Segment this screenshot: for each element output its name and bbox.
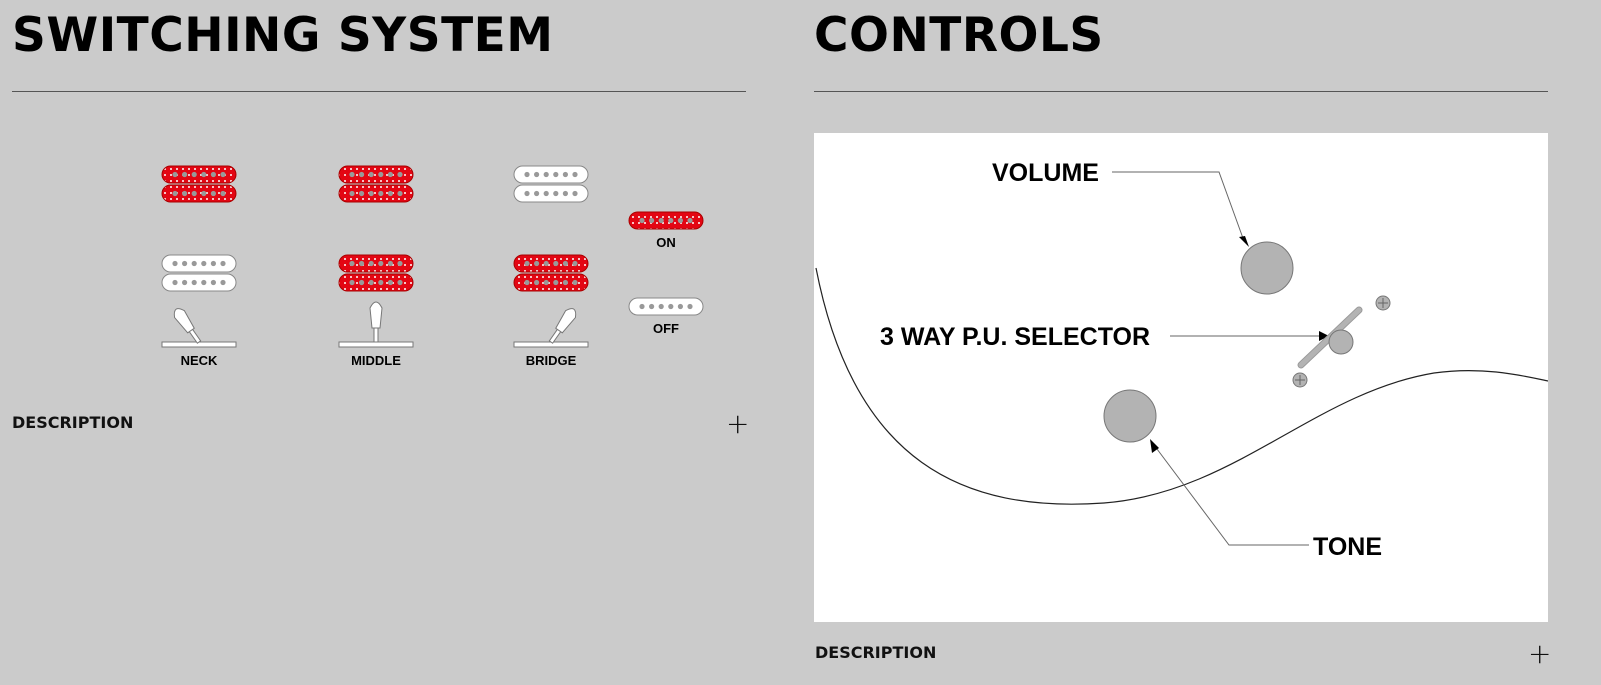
- legend-pickup-on: [628, 211, 704, 230]
- screw-icon: [1292, 372, 1308, 388]
- volume-knob: [1240, 241, 1294, 295]
- arrowhead-icon: [1319, 331, 1329, 341]
- pickup-off-neck: [513, 184, 589, 203]
- pickup-on-neck: [338, 184, 414, 203]
- switching-diagram: NECK MIDDLE BRIDGE ON OFF: [161, 165, 704, 368]
- pickup-off-bridge: [161, 254, 237, 273]
- controls-diagram: VOLUME 3 WAY P.U. SELECTOR TONE: [814, 133, 1549, 622]
- pickup-on-neck: [161, 184, 237, 203]
- plus-icon[interactable]: +: [726, 407, 750, 440]
- divider: [12, 91, 746, 92]
- toggle-switch-neck: [161, 308, 237, 348]
- pickup-on-neck: [161, 165, 237, 184]
- arrowhead-icon: [1150, 439, 1159, 453]
- toggle-switch-bridge: [513, 308, 589, 348]
- position-label-middle: MIDDLE: [351, 353, 401, 368]
- volume-leader-line: [1112, 171, 1245, 242]
- guitar-body-outline: [815, 267, 1549, 505]
- position-label-neck: NECK: [181, 353, 218, 368]
- pickup-off-neck: [513, 165, 589, 184]
- legend-on-label: ON: [656, 235, 676, 250]
- toggle-switch-middle: [338, 301, 414, 348]
- pickup-on-bridge: [338, 273, 414, 292]
- divider: [814, 91, 1548, 92]
- selector-switch: [1328, 329, 1354, 355]
- controls-description-toggle[interactable]: DESCRIPTION: [815, 643, 937, 662]
- controls-title: CONTROLS: [814, 8, 1104, 63]
- pickup-on-bridge: [513, 254, 589, 273]
- screw-icon: [1375, 295, 1391, 311]
- pickup-on-bridge: [338, 254, 414, 273]
- selector-label: 3 WAY P.U. SELECTOR: [880, 323, 1150, 351]
- plus-icon[interactable]: +: [1528, 637, 1552, 670]
- position-label-bridge: BRIDGE: [526, 353, 577, 368]
- arrowhead-icon: [1239, 236, 1249, 247]
- switching-system-title: SWITCHING SYSTEM: [12, 8, 554, 63]
- tone-leader-line: [1153, 444, 1309, 546]
- switching-description-toggle[interactable]: DESCRIPTION: [12, 413, 134, 432]
- pickup-off-bridge: [161, 273, 237, 292]
- legend-off-label: OFF: [653, 321, 679, 336]
- pickup-on-bridge: [513, 273, 589, 292]
- tone-knob: [1103, 389, 1157, 443]
- volume-label: VOLUME: [992, 159, 1099, 187]
- pickup-on-neck: [338, 165, 414, 184]
- legend-pickup-off: [628, 297, 704, 316]
- tone-label: TONE: [1313, 533, 1382, 561]
